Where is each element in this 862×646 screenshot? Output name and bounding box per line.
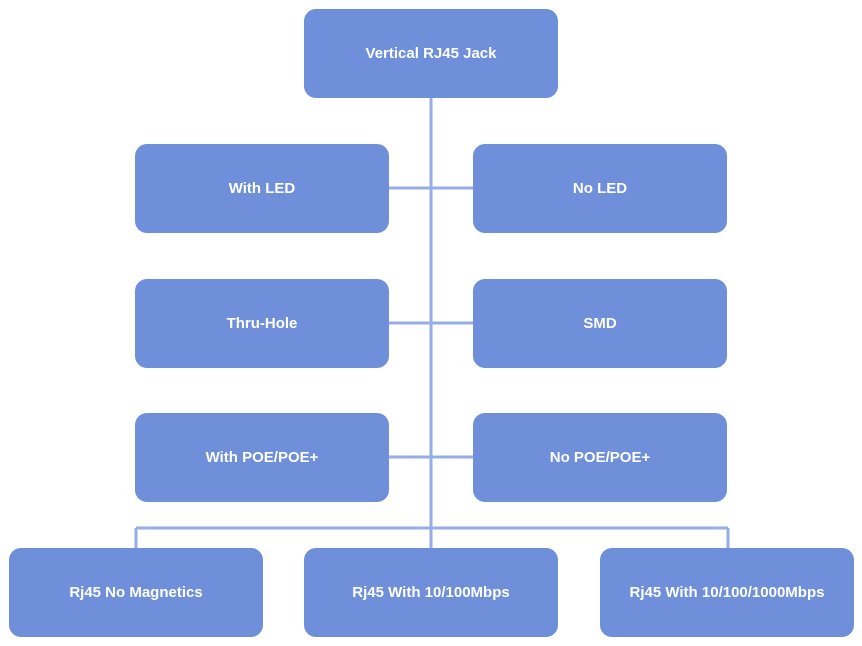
node-label: Rj45 With 10/100Mbps [352, 584, 510, 601]
node-rj45-10-100-1000mbps: Rj45 With 10/100/1000Mbps [600, 548, 854, 637]
node-no-led: No LED [473, 144, 727, 233]
node-label: With LED [228, 180, 296, 197]
node-label: Vertical RJ45 Jack [365, 45, 497, 62]
node-vertical-rj45-jack: Vertical RJ45 Jack [304, 9, 558, 98]
node-label: Rj45 No Magnetics [69, 584, 203, 601]
node-with-poe: With POE/POE+ [135, 413, 389, 502]
node-label: Rj45 With 10/100/1000Mbps [629, 584, 825, 601]
node-thru-hole: Thru-Hole [135, 279, 389, 368]
node-label: No POE/POE+ [549, 449, 651, 466]
node-label: No LED [572, 180, 628, 197]
node-label: Thru-Hole [226, 315, 298, 332]
node-rj45-no-magnetics: Rj45 No Magnetics [9, 548, 263, 637]
node-smd: SMD [473, 279, 727, 368]
node-with-led: With LED [135, 144, 389, 233]
node-label: SMD [583, 315, 617, 332]
node-rj45-10-100mbps: Rj45 With 10/100Mbps [304, 548, 558, 637]
node-label: With POE/POE+ [205, 449, 319, 466]
node-no-poe: No POE/POE+ [473, 413, 727, 502]
